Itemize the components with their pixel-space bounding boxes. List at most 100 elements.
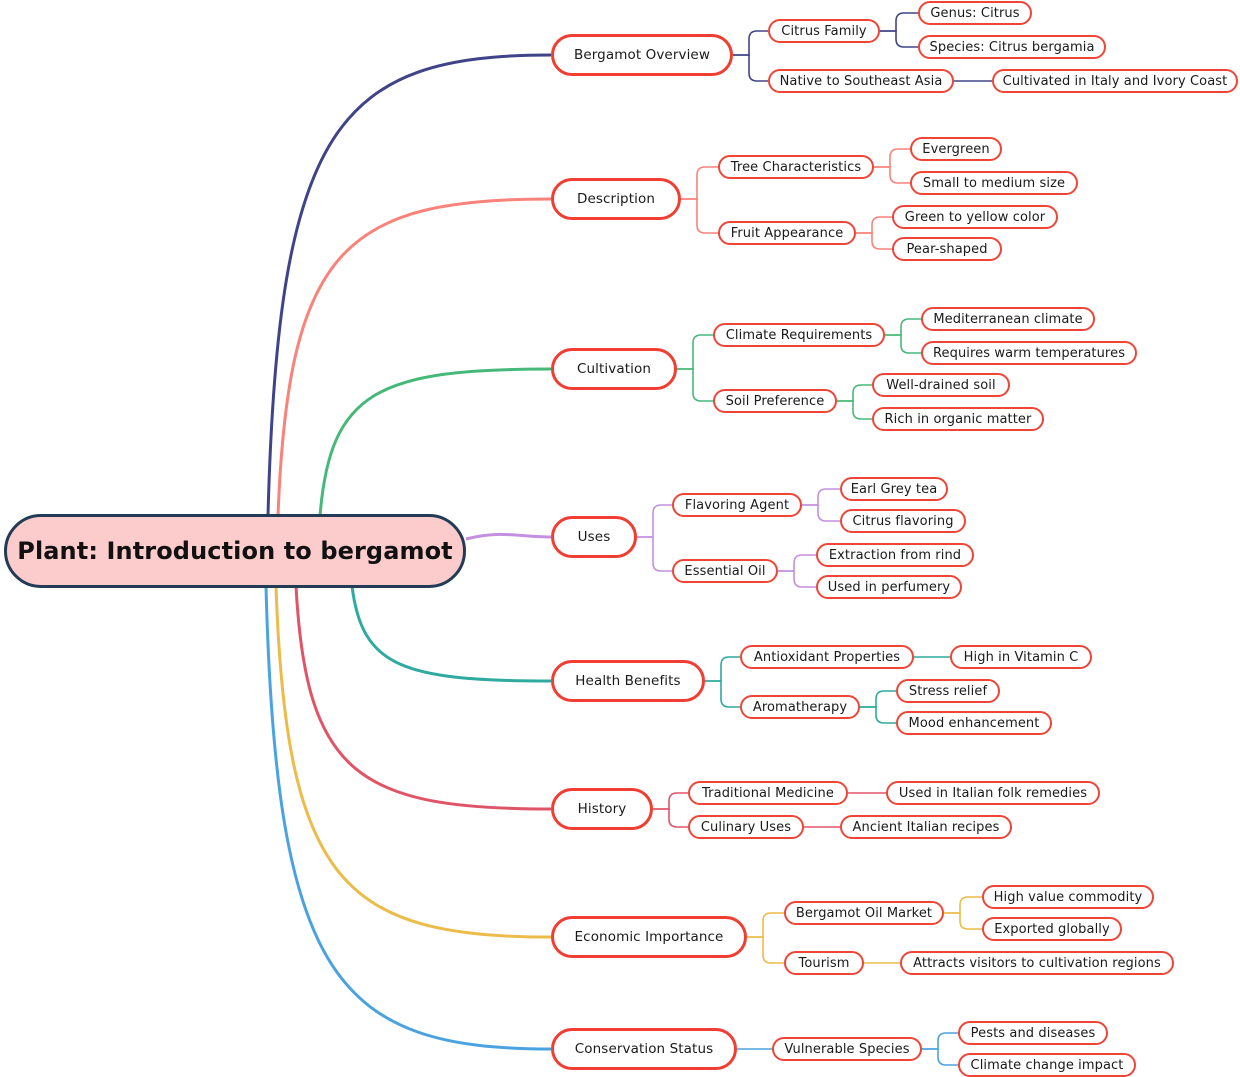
topic-node[interactable]: Uses [551, 516, 637, 558]
subtopic-node-label: Native to Southeast Asia [779, 73, 943, 89]
central-topic-node[interactable]: Plant: Introduction to bergamot [4, 514, 466, 588]
detail-node-label: Used in perfumery [827, 579, 951, 595]
detail-connector [922, 1048, 958, 1066]
subtopic-connector [677, 334, 713, 370]
subtopic-connector [705, 656, 740, 682]
detail-node[interactable]: Earl Grey tea [840, 477, 948, 501]
central-topic-node-label: Plant: Introduction to bergamot [17, 537, 453, 565]
topic-node[interactable]: Description [551, 178, 681, 220]
topic-node-label: Bergamot Overview [574, 47, 710, 63]
subtopic-connector [681, 198, 718, 234]
detail-connector [856, 232, 892, 250]
detail-connector [874, 166, 910, 184]
topic-node-label: Health Benefits [575, 673, 681, 689]
topic-node-label: Uses [577, 529, 611, 545]
subtopic-node[interactable]: Antioxidant Properties [740, 645, 914, 669]
subtopic-node-label: Climate Requirements [725, 327, 873, 343]
subtopic-node-label: Flavoring Agent [684, 497, 790, 513]
detail-node[interactable]: Ancient Italian recipes [840, 815, 1012, 839]
branch-connector [465, 532, 552, 541]
detail-node[interactable]: High in Vitamin C [950, 645, 1092, 669]
topic-node[interactable]: Bergamot Overview [551, 34, 733, 76]
detail-connector [837, 400, 872, 420]
subtopic-node[interactable]: Vulnerable Species [772, 1037, 922, 1061]
detail-node[interactable]: Cultivated in Italy and Ivory Coast [992, 69, 1238, 93]
subtopic-node[interactable]: Native to Southeast Asia [768, 69, 954, 93]
detail-node[interactable]: Rich in organic matter [872, 407, 1044, 431]
topic-node[interactable]: Economic Importance [551, 916, 747, 958]
subtopic-node[interactable]: Bergamot Oil Market [784, 901, 944, 925]
branch-connector [274, 585, 552, 939]
detail-node[interactable]: Used in Italian folk remedies [886, 781, 1100, 805]
subtopic-connector [705, 680, 740, 708]
topic-node-label: History [577, 801, 627, 817]
detail-node[interactable]: Requires warm temperatures [921, 341, 1137, 365]
detail-node[interactable]: Extraction from rind [816, 543, 974, 567]
detail-node-label: Well-drained soil [886, 377, 996, 393]
detail-node-label: Earl Grey tea [850, 481, 938, 497]
detail-node[interactable]: Well-drained soil [872, 373, 1010, 397]
topic-node[interactable]: History [551, 788, 653, 830]
subtopic-node[interactable]: Tourism [784, 951, 864, 975]
detail-node[interactable]: Species: Citrus bergamia [918, 35, 1106, 59]
subtopic-node[interactable]: Traditional Medicine [688, 781, 848, 805]
subtopic-node[interactable]: Soil Preference [713, 389, 837, 413]
subtopic-node-label: Vulnerable Species [784, 1041, 910, 1057]
detail-node-label: Stress relief [908, 683, 988, 699]
detail-connector [885, 318, 921, 336]
detail-node[interactable]: Pear-shaped [892, 237, 1002, 261]
detail-node[interactable]: Used in perfumery [816, 575, 962, 599]
detail-node-label: Climate change impact [970, 1057, 1124, 1073]
detail-node-label: Cultivated in Italy and Ivory Coast [1002, 73, 1228, 89]
detail-node[interactable]: Evergreen [910, 137, 1002, 161]
detail-node[interactable]: Exported globally [982, 917, 1122, 941]
detail-connector [880, 12, 918, 32]
detail-node[interactable]: Climate change impact [958, 1053, 1136, 1077]
detail-connector [885, 334, 921, 354]
detail-node-label: Used in Italian folk remedies [898, 785, 1088, 801]
detail-connector [944, 912, 982, 930]
subtopic-node[interactable]: Culinary Uses [688, 815, 804, 839]
detail-node-label: Mood enhancement [908, 715, 1040, 731]
detail-node[interactable]: Green to yellow color [892, 205, 1058, 229]
subtopic-node[interactable]: Essential Oil [672, 559, 778, 583]
detail-node[interactable]: Mood enhancement [896, 711, 1052, 735]
topic-node[interactable]: Health Benefits [551, 660, 705, 702]
subtopic-connector [653, 808, 688, 828]
subtopic-node[interactable]: Climate Requirements [713, 323, 885, 347]
detail-node[interactable]: Genus: Citrus [918, 1, 1032, 25]
detail-connector [837, 384, 872, 402]
subtopic-connector [747, 912, 784, 938]
subtopic-connector [677, 368, 713, 402]
detail-node-label: Species: Citrus bergamia [929, 39, 1095, 55]
subtopic-node[interactable]: Aromatherapy [740, 695, 860, 719]
subtopic-connector [681, 166, 718, 200]
detail-node-label: Ancient Italian recipes [852, 819, 1000, 835]
subtopic-node[interactable]: Tree Characteristics [718, 155, 874, 179]
subtopic-node-label: Antioxidant Properties [753, 649, 901, 665]
topic-node[interactable]: Cultivation [551, 348, 677, 390]
topic-node-label: Economic Importance [574, 929, 724, 945]
subtopic-node[interactable]: Fruit Appearance [718, 221, 856, 245]
subtopic-node-label: Soil Preference [725, 393, 825, 409]
subtopic-node-label: Bergamot Oil Market [795, 905, 933, 921]
detail-node-label: Green to yellow color [904, 209, 1046, 225]
detail-connector [778, 570, 816, 588]
subtopic-node[interactable]: Flavoring Agent [672, 493, 802, 517]
detail-connector [802, 504, 840, 522]
detail-node[interactable]: Pests and diseases [958, 1021, 1108, 1045]
detail-connector [802, 488, 840, 506]
detail-node-label: Exported globally [994, 921, 1110, 937]
detail-node[interactable]: Stress relief [896, 679, 1000, 703]
subtopic-connector [733, 54, 768, 82]
detail-node[interactable]: Small to medium size [910, 171, 1078, 195]
detail-node[interactable]: Mediterranean climate [921, 307, 1095, 331]
detail-node-label: Rich in organic matter [884, 411, 1032, 427]
detail-node-label: Extraction from rind [828, 547, 962, 563]
branch-connector [276, 197, 552, 517]
subtopic-node[interactable]: Citrus Family [768, 19, 880, 43]
topic-node[interactable]: Conservation Status [551, 1028, 737, 1070]
detail-node[interactable]: High value commodity [982, 885, 1154, 909]
detail-node[interactable]: Attracts visitors to cultivation regions [900, 951, 1174, 975]
detail-node[interactable]: Citrus flavoring [840, 509, 966, 533]
